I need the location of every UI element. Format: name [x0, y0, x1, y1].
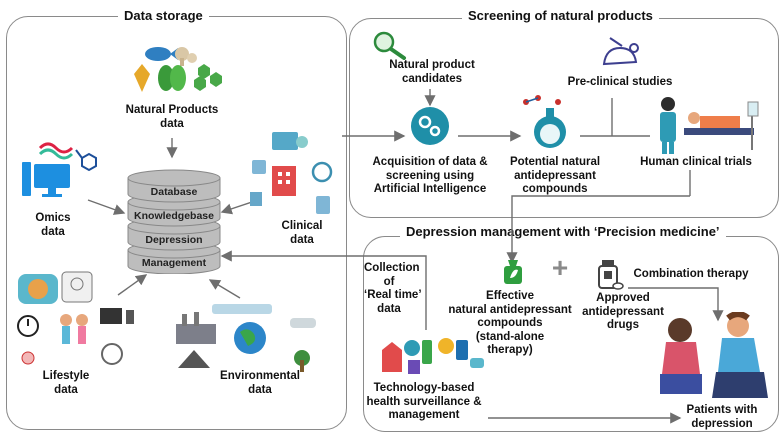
- human-trials-label: Human clinical trials: [640, 156, 752, 168]
- flask-molecule-icon: [523, 95, 566, 148]
- preclinical-label: Pre-clinical studies: [567, 76, 673, 88]
- arrow-combination-to-patients: [628, 287, 724, 322]
- omics-icon: [22, 142, 97, 197]
- clinical-label: Clinical data: [281, 220, 323, 246]
- management-panel: [363, 236, 779, 432]
- management-title: Depression management with ‘Precision me…: [400, 224, 726, 239]
- db-layer-knowledgebase: Knowledgebase: [134, 210, 214, 222]
- preclinical-mouse-icon: [602, 37, 639, 66]
- database-cylinder-icon: [127, 169, 221, 274]
- lifestyle-label: Lifestyle data: [42, 370, 90, 396]
- arrow-env-to-db: [208, 279, 241, 299]
- arrow-collection-to-db: [220, 250, 427, 330]
- arrow-lifestyle-to-db: [117, 274, 148, 296]
- effective-label: Effective natural antidepressant compoun…: [448, 290, 572, 356]
- environmental-label: Environmental data: [220, 370, 300, 396]
- screening-title: Screening of natural products: [462, 8, 659, 23]
- omics-label: Omics data: [35, 212, 71, 238]
- magnifier-icon: [373, 31, 406, 60]
- patients-icon: [660, 312, 768, 398]
- patients-label: Patients with depression: [686, 404, 758, 430]
- natural-products-label: Natural Products data: [125, 104, 219, 130]
- drug-bottle-icon: [598, 260, 624, 290]
- combination-label: Combination therapy: [633, 268, 749, 280]
- arrow-trials-to-effective: [506, 195, 690, 264]
- tech-devices-icon: [382, 338, 484, 374]
- technology-label: Technology-based health surveillance & m…: [366, 382, 482, 421]
- environmental-icon: [176, 304, 316, 372]
- db-layer-depression: Depression: [145, 234, 203, 246]
- lifestyle-icon: [17, 271, 134, 365]
- clinical-trial-icon: [660, 97, 759, 154]
- plus-sign: +: [551, 252, 569, 283]
- candidates-label: Natural product candidates: [389, 59, 475, 85]
- effective-compound-icon: [504, 260, 522, 284]
- db-layer-database: Database: [150, 186, 198, 198]
- data-storage-title: Data storage: [118, 8, 209, 23]
- ai-gears-icon: [411, 107, 449, 145]
- acquisition-label: Acquisition of data & screening using Ar…: [372, 156, 488, 195]
- db-layer-management: Management: [141, 257, 207, 269]
- potential-label: Potential natural antidepressant compoun…: [509, 156, 601, 195]
- natural-products-icon: [134, 47, 222, 92]
- approved-label: Approved antidepressant drugs: [582, 292, 664, 331]
- clinical-icon: [250, 132, 333, 214]
- arrow-omics-to-db: [87, 199, 126, 215]
- collection-label: Collection of ‘Real time’ data: [364, 262, 422, 315]
